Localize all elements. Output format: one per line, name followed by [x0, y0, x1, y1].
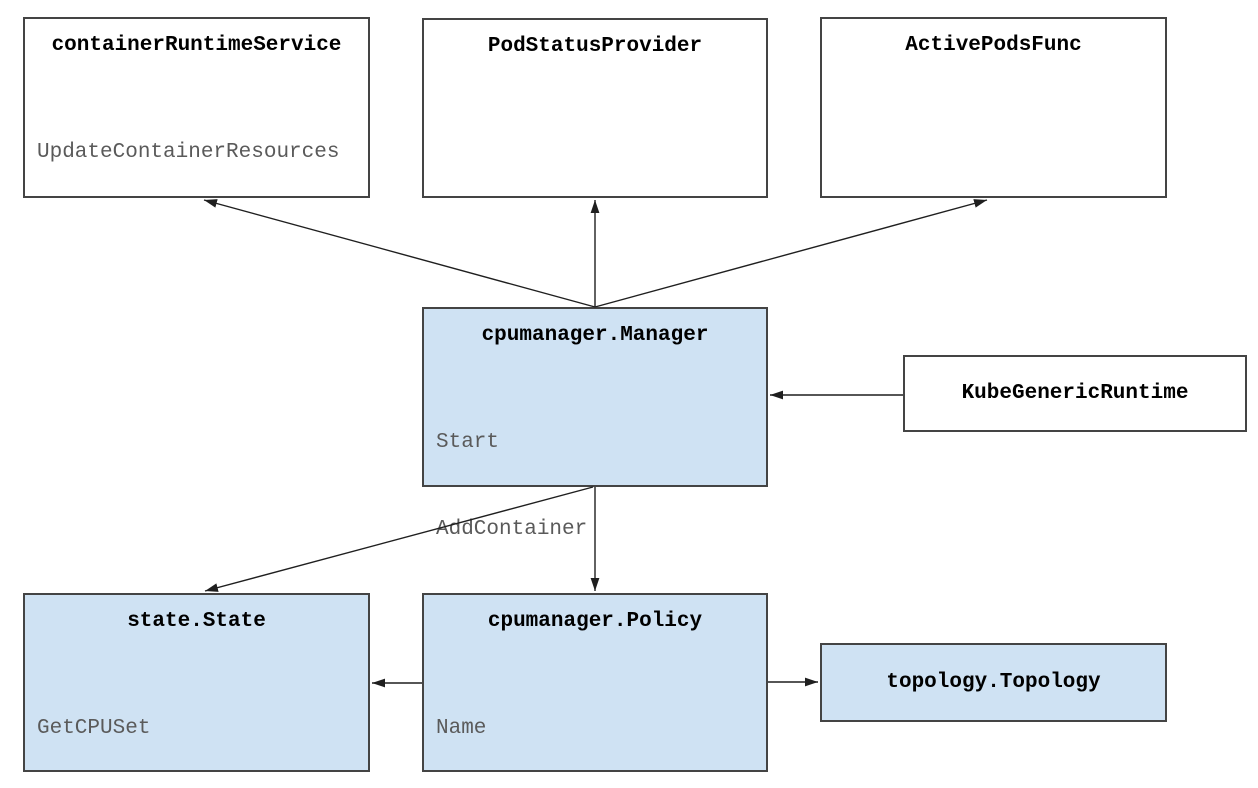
node-methods: UpdateContainerResources — [25, 80, 368, 225]
node-title: cpumanager.Manager — [481, 324, 709, 347]
node-title: state.State — [127, 610, 266, 633]
arrow-manager-to-active-pods-func — [594, 199, 988, 308]
node-container-runtime-service: containerRuntimeService UpdateContainerR… — [23, 17, 370, 198]
node-title: PodStatusProvider — [487, 35, 703, 58]
method-label: AddContainer — [436, 518, 588, 541]
node-cpumanager-policy: cpumanager.Policy Name AddContainer Remo… — [422, 593, 768, 772]
node-pod-status-provider: PodStatusProvider — [422, 18, 768, 198]
node-title: ActivePodsFunc — [905, 34, 1082, 57]
node-title: cpumanager.Policy — [487, 610, 703, 633]
node-cpumanager-manager: cpumanager.Manager Start AddContainer Re… — [422, 307, 768, 715]
node-state-state: state.State GetCPUSet GetDefaultCPUSet S… — [23, 593, 370, 772]
node-methods: GetCPUSet GetDefaultCPUSet SetCPUSet Set… — [25, 656, 368, 788]
node-topology-topology: topology.Topology — [820, 643, 1167, 722]
method-label: Start — [436, 431, 500, 454]
node-title: KubeGenericRuntime — [961, 381, 1189, 405]
node-methods: Name AddContainer RemoveContainer — [424, 656, 766, 788]
node-title: containerRuntimeService — [51, 34, 342, 57]
node-active-pods-func: ActivePodsFunc — [820, 17, 1167, 198]
node-kube-generic-runtime: KubeGenericRuntime — [903, 355, 1247, 432]
node-title: topology.Topology — [886, 670, 1101, 694]
method-label: Name — [436, 717, 487, 740]
method-label: GetCPUSet — [37, 717, 151, 740]
method-label: UpdateContainerResources — [37, 141, 340, 164]
